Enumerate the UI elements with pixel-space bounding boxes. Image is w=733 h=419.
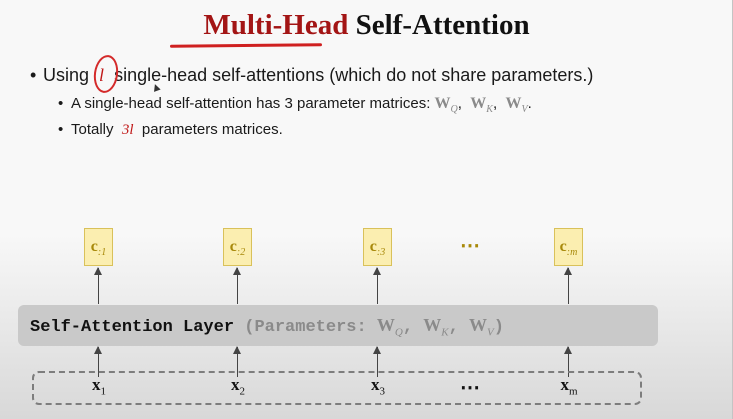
matrix-wv: WV — [505, 95, 528, 116]
matrix-sub: K — [486, 104, 493, 116]
bullet-dot: • — [58, 121, 64, 138]
separator: , — [457, 95, 462, 112]
input-sequence-box — [32, 371, 642, 405]
input-letter: x — [231, 375, 240, 394]
output-letter: c — [229, 238, 237, 255]
arrow-up-icon — [233, 346, 241, 377]
bullet-1-text: single-head self-attentions (which do no… — [114, 65, 594, 85]
bullet-2: • A single-head self-attention has 3 para… — [58, 95, 532, 115]
bullet-dot: • — [30, 65, 37, 85]
bullet-2-text: A single-head self-attention has 3 param… — [71, 95, 431, 112]
output-cm: c:m — [554, 228, 583, 266]
bullet-3-text: parameters matrices. — [141, 121, 283, 138]
output-sub: :1 — [97, 247, 107, 259]
circle-annotation — [91, 53, 121, 95]
output-c3: c:3 — [363, 228, 392, 266]
output-c1: c:1 — [84, 228, 113, 266]
var-l: l — [99, 65, 105, 85]
matrix-sub: Q — [394, 326, 403, 339]
input-xm: xm — [554, 375, 584, 397]
input-x3: x3 — [363, 375, 393, 397]
arrow-up-icon — [94, 267, 102, 304]
layer-params-close: ) — [493, 318, 504, 337]
layer-params-label: (Parameters: — [244, 318, 367, 337]
bullet-1: • Using l single-head self-attentions (wh… — [30, 65, 593, 86]
matrix-letter: W — [376, 315, 395, 335]
arrow-up-icon — [233, 267, 241, 304]
bullet-1-prefix: Using — [43, 65, 90, 85]
input-x1: x1 — [84, 375, 114, 397]
bullet-3-prefix: Totally — [71, 121, 114, 138]
input-sub: 3 — [379, 385, 386, 398]
output-sub: :m — [566, 247, 578, 259]
output-ellipsis: ⋯ — [460, 235, 480, 257]
matrix-sub: V — [486, 326, 494, 339]
input-sub: m — [568, 385, 578, 398]
matrix-sub: K — [441, 326, 449, 339]
title-highlight: Multi-Head — [203, 9, 349, 41]
matrix-letter: W — [470, 95, 487, 112]
var-3l: 3l — [121, 122, 134, 138]
matrix-sub: V — [521, 104, 528, 116]
matrix-letter: W — [468, 315, 487, 335]
matrix-letter: W — [434, 95, 451, 112]
input-x2: x2 — [223, 375, 253, 397]
output-letter: c — [90, 238, 98, 255]
bullet-3: • Totally 3l parameters matrices. — [58, 121, 283, 139]
matrix-wq: WQ — [434, 95, 458, 116]
layer-matrix-wv: WV — [468, 315, 494, 339]
title-underline-annotation — [169, 43, 323, 48]
bullet-dot: • — [58, 95, 64, 112]
input-letter: x — [371, 375, 380, 394]
input-ellipsis: ⋯ — [460, 377, 480, 399]
arrow-up-icon — [373, 267, 381, 304]
output-letter: c — [559, 238, 567, 255]
input-sub: 2 — [239, 385, 246, 398]
separator: , — [448, 318, 459, 337]
input-letter: x — [560, 375, 569, 394]
matrix-wk: WK — [470, 95, 493, 116]
arrow-up-icon — [564, 346, 572, 377]
output-letter: c — [369, 238, 377, 255]
layer-name: Self-Attention Layer — [30, 318, 235, 337]
arrow-up-icon — [373, 346, 381, 377]
output-sub: :3 — [376, 247, 386, 259]
arrow-up-icon — [94, 346, 102, 377]
matrix-sub: Q — [450, 104, 458, 116]
matrix-letter: W — [505, 95, 522, 112]
output-c2: c:2 — [223, 228, 252, 266]
input-letter: x — [92, 375, 101, 394]
layer-matrix-wk: WK — [423, 315, 448, 339]
matrix-letter: W — [423, 315, 442, 335]
self-attention-layer: Self-Attention Layer (Parameters: WQ, WK… — [18, 305, 658, 346]
output-sub: :2 — [236, 247, 246, 259]
arrow-up-icon — [564, 267, 572, 304]
layer-matrix-wq: WQ — [376, 315, 403, 339]
separator: , — [402, 318, 414, 337]
separator: , — [492, 95, 498, 112]
period: . — [527, 95, 532, 112]
slide-title: Multi-Head Self-Attention — [0, 9, 732, 42]
title-rest: Self-Attention — [355, 9, 530, 41]
input-sub: 1 — [100, 385, 107, 398]
